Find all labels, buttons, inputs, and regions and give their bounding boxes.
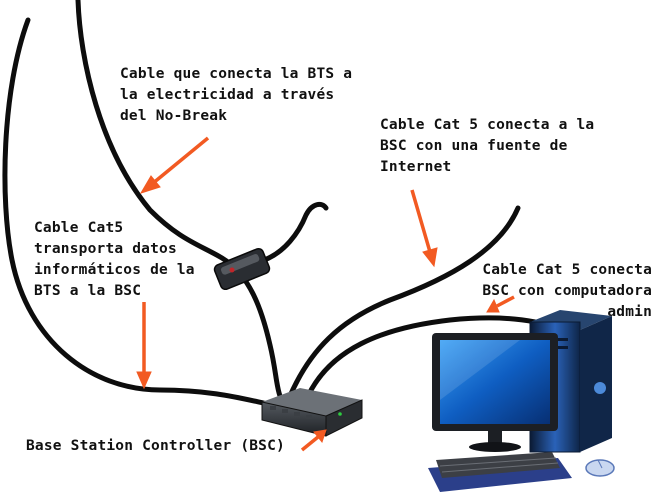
cable-power-tail — [255, 201, 329, 265]
arrow-admin — [486, 295, 515, 313]
computer — [428, 310, 615, 492]
mouse — [585, 459, 615, 477]
arrows — [136, 136, 515, 452]
arrow-internet — [410, 189, 438, 268]
arrow-bsc — [300, 429, 327, 452]
annotation-admin-cable: Cable Cat 5 conecta BSC con computadora … — [482, 262, 652, 320]
keyboard — [428, 452, 572, 492]
arrow-bts-data — [136, 302, 152, 390]
annotation-bts-data-cable: Cable Cat5 transporta datos informáticos… — [34, 220, 195, 299]
cable-power — [75, 0, 283, 399]
cable-admin — [305, 315, 538, 399]
annotation-power-cable: Cable que conecta la BTS a la electricid… — [120, 66, 353, 124]
arrow-power — [139, 136, 210, 194]
bsc-label: Base Station Controller (BSC) — [26, 438, 285, 454]
annotation-internet-cable: Cable Cat 5 conecta a la BSC con una fue… — [380, 117, 595, 175]
bsc-device — [261, 388, 363, 437]
cables — [2, 0, 538, 407]
power-adapter — [213, 247, 271, 291]
cable-internet — [287, 205, 521, 399]
cable-left — [2, 17, 271, 407]
monitor — [432, 333, 558, 452]
